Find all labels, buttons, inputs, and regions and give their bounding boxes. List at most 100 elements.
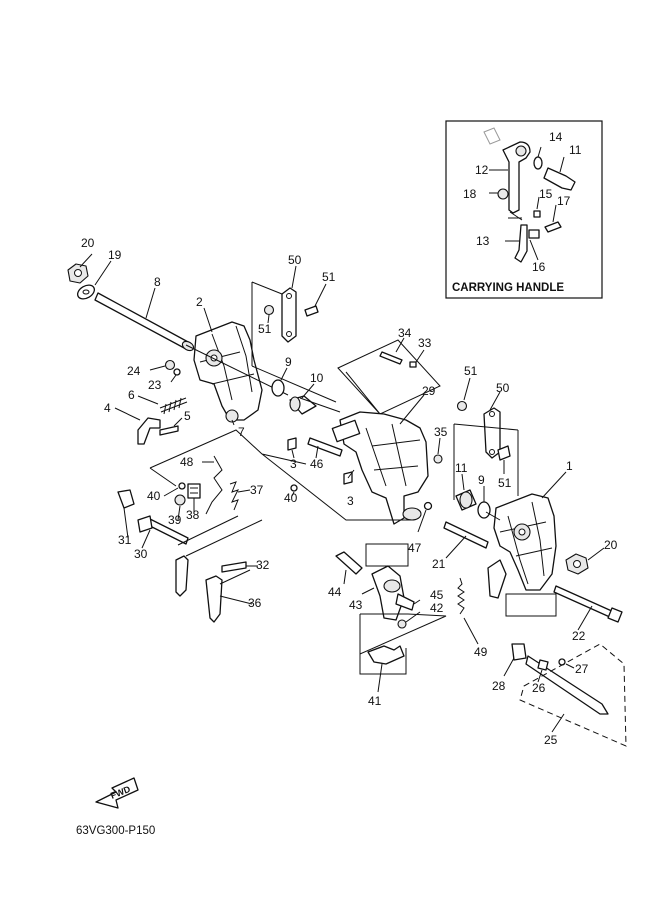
label-29: 29 xyxy=(422,384,436,398)
label-21: 21 xyxy=(432,557,446,571)
leaders-11-9-right xyxy=(461,473,485,502)
shift-rod-guides xyxy=(185,519,263,585)
bolt-part-51-upper-right xyxy=(304,305,319,317)
label-8: 8 xyxy=(154,275,161,289)
wire-part-48 xyxy=(205,455,223,515)
label-15: 15 xyxy=(539,187,553,201)
lever-clip-part-16 xyxy=(528,229,540,239)
leader-6 xyxy=(137,395,159,405)
spring-part-37 xyxy=(229,481,239,511)
inset-title: CARRYING HANDLE xyxy=(452,282,564,294)
stopper-rod-part-25 xyxy=(525,655,609,715)
shift-frame-lines xyxy=(149,429,414,521)
nut-part-20-right: 20 xyxy=(565,538,618,575)
label-22: 22 xyxy=(572,629,586,643)
clamp-bracket-left xyxy=(193,321,263,421)
label-51-right-lower: 51 xyxy=(498,476,512,490)
label-10: 10 xyxy=(310,371,324,385)
ghost-bushing xyxy=(483,127,501,145)
spring-part-6 xyxy=(159,397,188,415)
label-16: 16 xyxy=(532,260,546,274)
stopper-leaders xyxy=(503,657,575,733)
link-hole-bottom xyxy=(286,331,292,337)
bolt-22-head xyxy=(607,607,623,623)
label-51-right-upper: 51 xyxy=(464,364,478,378)
leader-35 xyxy=(437,437,441,455)
label-38: 38 xyxy=(186,508,200,522)
swivel-bracket-body xyxy=(339,411,429,525)
leader-29 xyxy=(399,394,425,425)
fwd-arrow-icon xyxy=(95,777,139,809)
label-20-left: 20 xyxy=(81,236,95,250)
label-27: 27 xyxy=(575,662,589,676)
label-12: 12 xyxy=(475,163,489,177)
label-36: 36 xyxy=(248,596,262,610)
label-2: 2 xyxy=(196,295,203,309)
inset-leaders xyxy=(489,146,565,261)
bracket-left-lower-boss xyxy=(225,409,239,423)
rod-part-21: 21 xyxy=(432,521,489,571)
label-4: 4 xyxy=(104,401,111,415)
label-25: 25 xyxy=(544,733,558,747)
label-47: 47 xyxy=(408,541,422,555)
o-ring-part-14 xyxy=(533,156,543,170)
pin-part-34 xyxy=(379,351,403,365)
carrying-handle-part xyxy=(502,141,531,214)
label-9-right: 9 xyxy=(478,473,485,487)
part-35: 35 xyxy=(433,425,448,464)
label-28: 28 xyxy=(492,679,506,693)
shaft-30-head xyxy=(137,515,153,533)
rod-21 xyxy=(443,521,489,549)
bolt-part-32 xyxy=(221,561,247,573)
pin-part-33 xyxy=(409,361,417,368)
lever-part-4 xyxy=(137,417,161,445)
block-38-detail xyxy=(190,487,198,494)
label-34: 34 xyxy=(398,326,412,340)
label-35: 35 xyxy=(434,425,448,439)
diagram-code: 63VG300-P150 xyxy=(76,825,155,837)
label-17: 17 xyxy=(557,194,571,208)
swivel-ribs xyxy=(365,423,421,487)
label-30: 30 xyxy=(134,547,148,561)
label-32: 32 xyxy=(256,558,270,572)
bolt-part-28 xyxy=(511,643,527,661)
link-part-50-upper xyxy=(281,287,297,343)
bracket-axis-line xyxy=(185,344,289,396)
spring-part-49 xyxy=(457,577,465,615)
nut-hole-left xyxy=(74,269,82,277)
shift-rod-lower xyxy=(205,575,223,623)
bolt-part-51-right-upper xyxy=(456,400,468,412)
nut-part-24 xyxy=(164,359,176,371)
bushing-part-11 xyxy=(543,167,576,191)
label-14: 14 xyxy=(549,130,563,144)
bolt-part-46 xyxy=(307,437,343,457)
leaders-33-34 xyxy=(395,337,425,363)
pin-part-15 xyxy=(533,210,541,218)
lower-center-leaders xyxy=(343,569,479,693)
part-47: 47 xyxy=(408,501,433,555)
leader-10 xyxy=(301,383,315,399)
label-23: 23 xyxy=(148,378,162,392)
swivel-bracket-arm xyxy=(331,419,361,443)
label-50-right: 50 xyxy=(496,381,510,395)
clip-part-40-right xyxy=(290,484,298,492)
washer-hole-19 xyxy=(82,289,90,295)
nut-part-39 xyxy=(174,494,186,506)
label-11-main: 11 xyxy=(455,461,468,475)
shaft-part-8 xyxy=(94,292,191,350)
label-3-upper: 3 xyxy=(290,457,297,471)
washer-part-47 xyxy=(423,501,433,511)
label-18: 18 xyxy=(463,187,477,201)
fwd-indicator: FWD xyxy=(95,777,139,809)
bolt-part-17 xyxy=(544,221,562,233)
lever-part-13 xyxy=(514,224,528,263)
carrying-handle-inset: 12 18 13 14 11 15 17 16 CARRYING HANDLE xyxy=(445,120,603,299)
link-right-hole-bottom xyxy=(489,449,495,455)
right-bushing-washer: 11 9 xyxy=(455,461,491,519)
lower-center-assembly: 44 43 45 42 41 49 xyxy=(328,543,488,708)
clip-part-40-left xyxy=(178,482,186,490)
tilt-stopper-assembly: 28 26 27 25 xyxy=(492,593,627,747)
left-small-parts: 24 23 6 4 5 xyxy=(104,359,191,445)
label-31: 31 xyxy=(118,533,132,547)
